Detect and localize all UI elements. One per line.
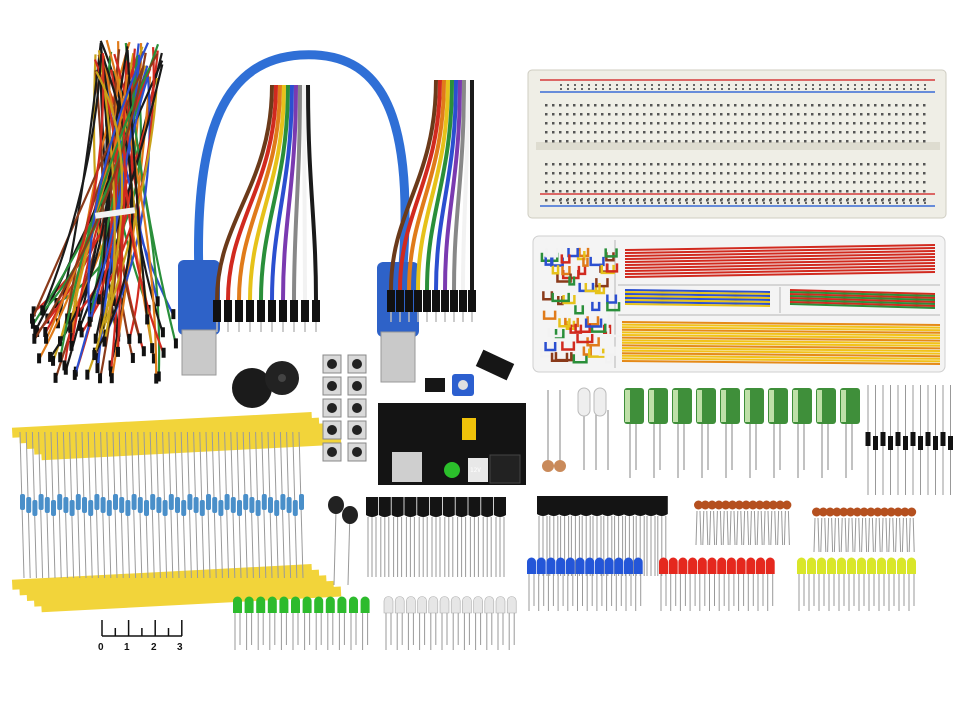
diodes [865, 385, 953, 495]
jumper-wire-organizer [532, 235, 946, 373]
ribbon-cable-right [387, 79, 476, 322]
resistor-strips [11, 412, 342, 613]
ruler-label-3: 3 [177, 642, 183, 653]
integrated-circuits [425, 349, 515, 396]
ruler-label-1: 1 [124, 642, 130, 653]
scale-ruler: 0 1 2 3 [98, 620, 183, 653]
breadboard-power-module: 12V [378, 403, 526, 485]
buzzers [232, 361, 299, 408]
ruler-label-0: 0 [98, 642, 104, 653]
thermistors [328, 496, 358, 586]
power-module-label: 12V [470, 467, 481, 474]
breadboard [527, 69, 947, 219]
ceramic-capacitors [694, 500, 917, 553]
led-row-yellow [797, 557, 916, 611]
jumper-wire-bundle [30, 39, 178, 384]
ribbon-cable-left [213, 84, 320, 332]
photoresistors-and-rgb-led [542, 387, 609, 472]
push-buttons [322, 354, 367, 462]
led-row-blue [527, 557, 643, 611]
led-row-green [233, 596, 370, 650]
transistors [366, 496, 668, 577]
led-row-red [659, 557, 775, 611]
led-row-white [383, 596, 517, 650]
ruler-label-2: 2 [151, 642, 157, 653]
electrolytic-capacitors [624, 388, 860, 478]
